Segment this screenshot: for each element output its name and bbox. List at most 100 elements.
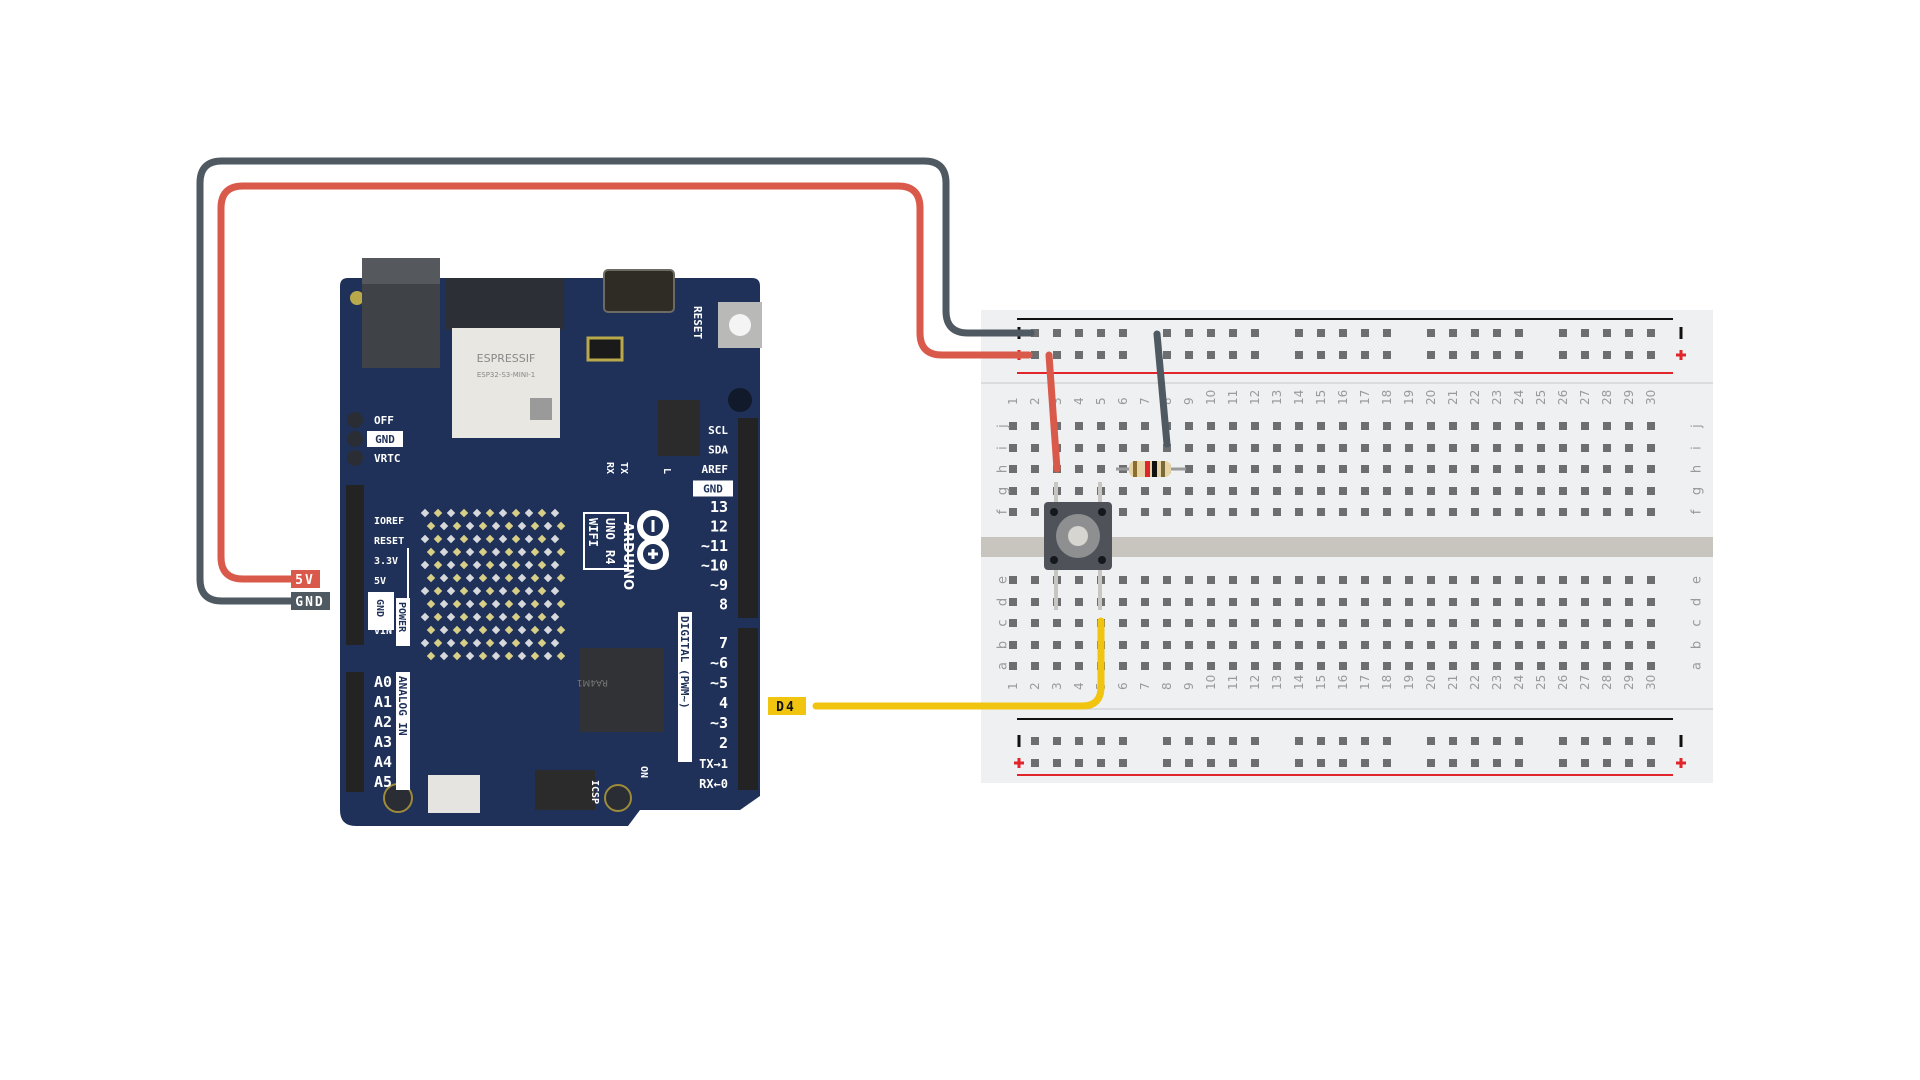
- breadboard-hole[interactable]: [1383, 487, 1391, 495]
- rail-hole[interactable]: [1295, 737, 1303, 745]
- rail-hole[interactable]: [1471, 759, 1479, 767]
- breadboard-hole[interactable]: [1229, 598, 1237, 606]
- breadboard-hole[interactable]: [1229, 619, 1237, 627]
- rail-hole[interactable]: [1603, 737, 1611, 745]
- breadboard-hole[interactable]: [1493, 508, 1501, 516]
- rail-hole[interactable]: [1559, 759, 1567, 767]
- breadboard-hole[interactable]: [1185, 487, 1193, 495]
- rail-hole[interactable]: [1427, 329, 1435, 337]
- rail-hole[interactable]: [1295, 759, 1303, 767]
- wire-rail-to-resistor[interactable]: [1153, 330, 1171, 448]
- breadboard-hole[interactable]: [1031, 598, 1039, 606]
- breadboard-hole[interactable]: [1009, 641, 1017, 649]
- breadboard-hole[interactable]: [1317, 487, 1325, 495]
- breadboard-hole[interactable]: [1075, 444, 1083, 452]
- breadboard-hole[interactable]: [1273, 508, 1281, 516]
- breadboard-hole[interactable]: [1383, 508, 1391, 516]
- breadboard-hole[interactable]: [1251, 598, 1259, 606]
- breadboard-hole[interactable]: [1229, 662, 1237, 670]
- rail-hole[interactable]: [1493, 351, 1501, 359]
- rail-hole[interactable]: [1119, 329, 1127, 337]
- breadboard-hole[interactable]: [1625, 465, 1633, 473]
- breadboard-hole[interactable]: [1449, 444, 1457, 452]
- breadboard-hole[interactable]: [1537, 641, 1545, 649]
- breadboard-hole[interactable]: [1185, 641, 1193, 649]
- breadboard-hole[interactable]: [1581, 598, 1589, 606]
- breadboard-hole[interactable]: [1185, 508, 1193, 516]
- breadboard-hole[interactable]: [1405, 598, 1413, 606]
- breadboard-hole[interactable]: [1471, 422, 1479, 430]
- breadboard-hole[interactable]: [1339, 465, 1347, 473]
- breadboard-hole[interactable]: [1339, 619, 1347, 627]
- breadboard-hole[interactable]: [1493, 598, 1501, 606]
- breadboard-hole[interactable]: [1251, 508, 1259, 516]
- breadboard-hole[interactable]: [1317, 444, 1325, 452]
- breadboard-hole[interactable]: [1537, 444, 1545, 452]
- breadboard-hole[interactable]: [1537, 576, 1545, 584]
- breadboard-hole[interactable]: [1185, 444, 1193, 452]
- breadboard-hole[interactable]: [1625, 662, 1633, 670]
- breadboard-hole[interactable]: [1295, 487, 1303, 495]
- breadboard-hole[interactable]: [1515, 508, 1523, 516]
- breadboard-hole[interactable]: [1493, 662, 1501, 670]
- breadboard-hole[interactable]: [1559, 662, 1567, 670]
- rail-hole[interactable]: [1471, 329, 1479, 337]
- breadboard-hole[interactable]: [1317, 422, 1325, 430]
- breadboard-hole[interactable]: [1603, 487, 1611, 495]
- breadboard-hole[interactable]: [1383, 576, 1391, 584]
- breadboard-hole[interactable]: [1361, 422, 1369, 430]
- breadboard-hole[interactable]: [1163, 619, 1171, 627]
- breadboard-hole[interactable]: [1031, 487, 1039, 495]
- breadboard-hole[interactable]: [1603, 662, 1611, 670]
- rail-hole[interactable]: [1339, 329, 1347, 337]
- rail-hole[interactable]: [1383, 737, 1391, 745]
- breadboard-hole[interactable]: [1009, 487, 1017, 495]
- breadboard-hole[interactable]: [1317, 508, 1325, 516]
- breadboard-hole[interactable]: [1581, 422, 1589, 430]
- breadboard-hole[interactable]: [1405, 576, 1413, 584]
- rail-hole[interactable]: [1053, 329, 1061, 337]
- breadboard-hole[interactable]: [1009, 422, 1017, 430]
- breadboard-hole[interactable]: [1405, 508, 1413, 516]
- breadboard-hole[interactable]: [1009, 598, 1017, 606]
- breadboard-hole[interactable]: [1273, 422, 1281, 430]
- rail-hole[interactable]: [1361, 351, 1369, 359]
- breadboard-hole[interactable]: [1207, 422, 1215, 430]
- rail-hole[interactable]: [1229, 759, 1237, 767]
- breadboard-hole[interactable]: [1207, 598, 1215, 606]
- rail-hole[interactable]: [1581, 351, 1589, 359]
- rail-hole[interactable]: [1317, 351, 1325, 359]
- breadboard-hole[interactable]: [1251, 465, 1259, 473]
- breadboard-hole[interactable]: [1449, 487, 1457, 495]
- breadboard-hole[interactable]: [1141, 662, 1149, 670]
- breadboard-hole[interactable]: [1229, 508, 1237, 516]
- breadboard-hole[interactable]: [1339, 662, 1347, 670]
- rail-hole[interactable]: [1383, 351, 1391, 359]
- breadboard-hole[interactable]: [1405, 662, 1413, 670]
- breadboard-hole[interactable]: [1141, 619, 1149, 627]
- rail-hole[interactable]: [1251, 351, 1259, 359]
- breadboard-hole[interactable]: [1581, 465, 1589, 473]
- breadboard-hole[interactable]: [1559, 444, 1567, 452]
- rail-hole[interactable]: [1493, 737, 1501, 745]
- breadboard-hole[interactable]: [1229, 487, 1237, 495]
- breadboard-hole[interactable]: [1449, 598, 1457, 606]
- breadboard-hole[interactable]: [1493, 641, 1501, 649]
- rail-hole[interactable]: [1075, 759, 1083, 767]
- rail-hole[interactable]: [1559, 329, 1567, 337]
- breadboard-hole[interactable]: [1295, 598, 1303, 606]
- breadboard-hole[interactable]: [1559, 576, 1567, 584]
- breadboard-hole[interactable]: [1273, 576, 1281, 584]
- breadboard-hole[interactable]: [1361, 487, 1369, 495]
- rail-hole[interactable]: [1339, 351, 1347, 359]
- rail-hole[interactable]: [1317, 737, 1325, 745]
- breadboard-hole[interactable]: [1207, 487, 1215, 495]
- breadboard-hole[interactable]: [1581, 444, 1589, 452]
- breadboard-hole[interactable]: [1273, 662, 1281, 670]
- breadboard-hole[interactable]: [1185, 576, 1193, 584]
- rail-hole[interactable]: [1625, 329, 1633, 337]
- rail-hole[interactable]: [1053, 759, 1061, 767]
- rail-hole[interactable]: [1229, 329, 1237, 337]
- breadboard-hole[interactable]: [1361, 444, 1369, 452]
- rail-hole[interactable]: [1207, 351, 1215, 359]
